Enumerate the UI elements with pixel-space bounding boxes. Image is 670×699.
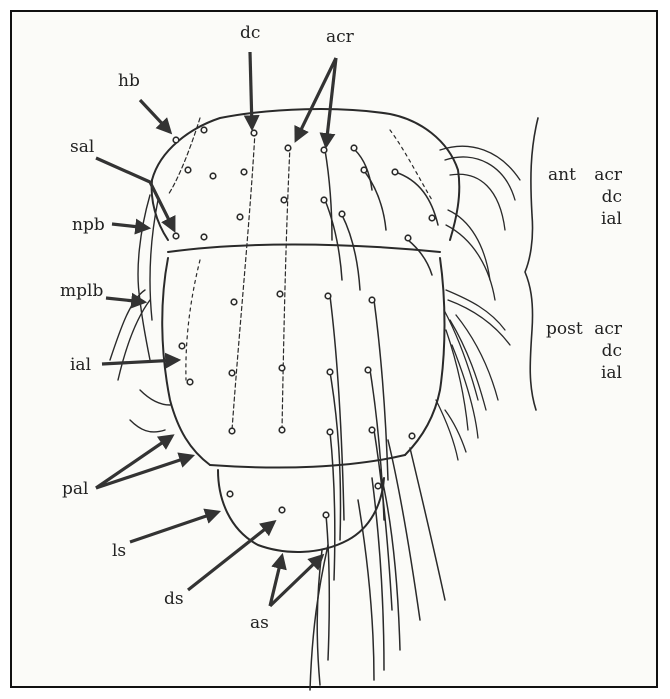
arrow-pal-2: [96, 456, 192, 488]
label-as: as: [250, 613, 269, 633]
label-acr: acr: [326, 27, 355, 47]
label-ls: ls: [112, 541, 126, 561]
arrow-mplb: [106, 298, 144, 302]
dorsal-stripes: [168, 118, 432, 430]
legend-post-acr: acr: [594, 319, 623, 339]
legend-ant-ial: ial: [601, 209, 622, 229]
label-ial: ial: [70, 355, 91, 375]
arrow-ial: [102, 360, 178, 364]
arrow-as-2: [270, 556, 322, 606]
label-pal: pal: [62, 479, 88, 499]
arrow-hb: [140, 100, 170, 132]
label-mplb: mplb: [60, 281, 103, 301]
legend-post-dc: dc: [602, 341, 622, 361]
label-dc: dc: [240, 23, 260, 43]
scutellar-suture: [210, 455, 405, 468]
left-pleural-area: [110, 195, 170, 432]
label-npb: npb: [72, 215, 105, 235]
arrow-sal: [96, 158, 174, 230]
label-hb: hb: [118, 71, 140, 91]
legend-post-group: post: [546, 319, 583, 339]
legend-ant-acr: acr: [594, 165, 623, 185]
scutum-outline: [152, 109, 460, 467]
legend: ant acr dc ial post acr dc ial: [546, 165, 623, 383]
legend-brace: [525, 118, 538, 410]
right-bristle-tuft: [436, 146, 520, 460]
bristle-sockets: [173, 127, 435, 518]
legend-ant-dc: dc: [602, 187, 622, 207]
arrow-ds: [188, 522, 274, 590]
arrow-ls: [130, 512, 218, 542]
arrow-pal-1: [96, 436, 172, 488]
arrow-dc: [250, 52, 252, 128]
transverse-suture: [168, 245, 440, 253]
legend-ant-group: ant: [548, 165, 576, 185]
bristles: [310, 150, 445, 690]
part-labels: hb sal npb mplb ial pal ls ds as dc acr: [60, 23, 355, 633]
label-sal: sal: [70, 137, 94, 157]
legend-post-ial: ial: [601, 363, 622, 383]
label-ds: ds: [164, 589, 184, 609]
pointer-arrows: [96, 52, 336, 606]
